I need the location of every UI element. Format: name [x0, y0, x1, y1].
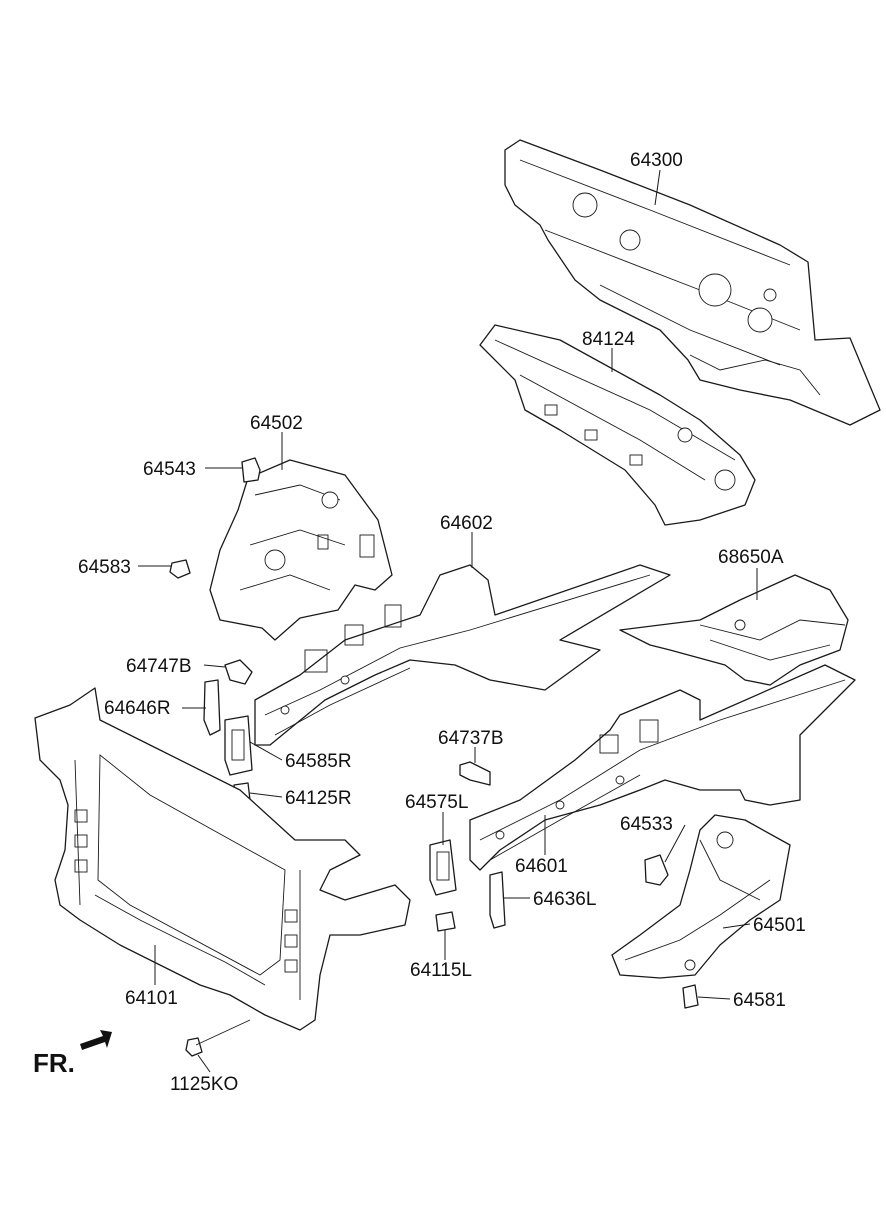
- front-module-64101: [34, 687, 411, 1031]
- label-64636L: 64636L: [533, 889, 596, 910]
- label-64747B: 64747B: [126, 656, 192, 677]
- bracket-64747B: [224, 659, 253, 685]
- fender-apron-64501: [611, 814, 791, 979]
- bolt-1125KO: [185, 1019, 251, 1057]
- label-64501: 64501: [753, 915, 806, 936]
- reinforcement-64646R: [203, 679, 221, 736]
- label-64101: 64101: [125, 988, 178, 1009]
- label-64646R: 64646R: [104, 698, 171, 719]
- label-1125KO: 1125KO: [170, 1074, 238, 1095]
- label-64125R: 64125R: [285, 788, 352, 809]
- label-64601: 64601: [515, 856, 568, 877]
- label-84124: 84124: [582, 329, 635, 350]
- bracket-64575L: [429, 839, 457, 896]
- bracket-64585R: [224, 715, 253, 776]
- label-64543: 64543: [143, 459, 196, 480]
- side-member-64602: [254, 564, 671, 746]
- bracket-64581: [682, 984, 699, 1009]
- heat-protector-68650A: [619, 574, 849, 686]
- label-64583: 64583: [78, 557, 131, 578]
- front-arrow-icon: [80, 1030, 112, 1050]
- label-64602: 64602: [440, 513, 493, 534]
- side-member-64601: [469, 664, 856, 871]
- cowl-crossmember-84124: [479, 324, 756, 526]
- fender-apron-64502: [209, 459, 393, 641]
- bracket-64583: [169, 559, 191, 579]
- label-64533: 64533: [620, 814, 673, 835]
- bracket-64533: [644, 854, 669, 886]
- bracket-64115L: [435, 911, 456, 932]
- direction-text: FR.: [33, 1048, 75, 1078]
- front-direction-indicator: FR.: [33, 1030, 112, 1078]
- label-64300: 64300: [630, 150, 683, 171]
- leader-lines: [138, 169, 758, 1073]
- label-64737B: 64737B: [438, 728, 504, 749]
- label-68650A: 68650A: [718, 547, 784, 568]
- label-64575L: 64575L: [405, 792, 468, 813]
- label-64115L: 64115L: [410, 960, 472, 981]
- reinforcement-64636L: [489, 871, 506, 929]
- dash-panel-64300: [504, 139, 881, 426]
- label-64581: 64581: [733, 990, 786, 1011]
- bracket-64737B: [459, 761, 491, 786]
- label-64585R: 64585R: [285, 751, 352, 772]
- label-64502: 64502: [250, 413, 303, 434]
- bracket-64543: [241, 457, 261, 483]
